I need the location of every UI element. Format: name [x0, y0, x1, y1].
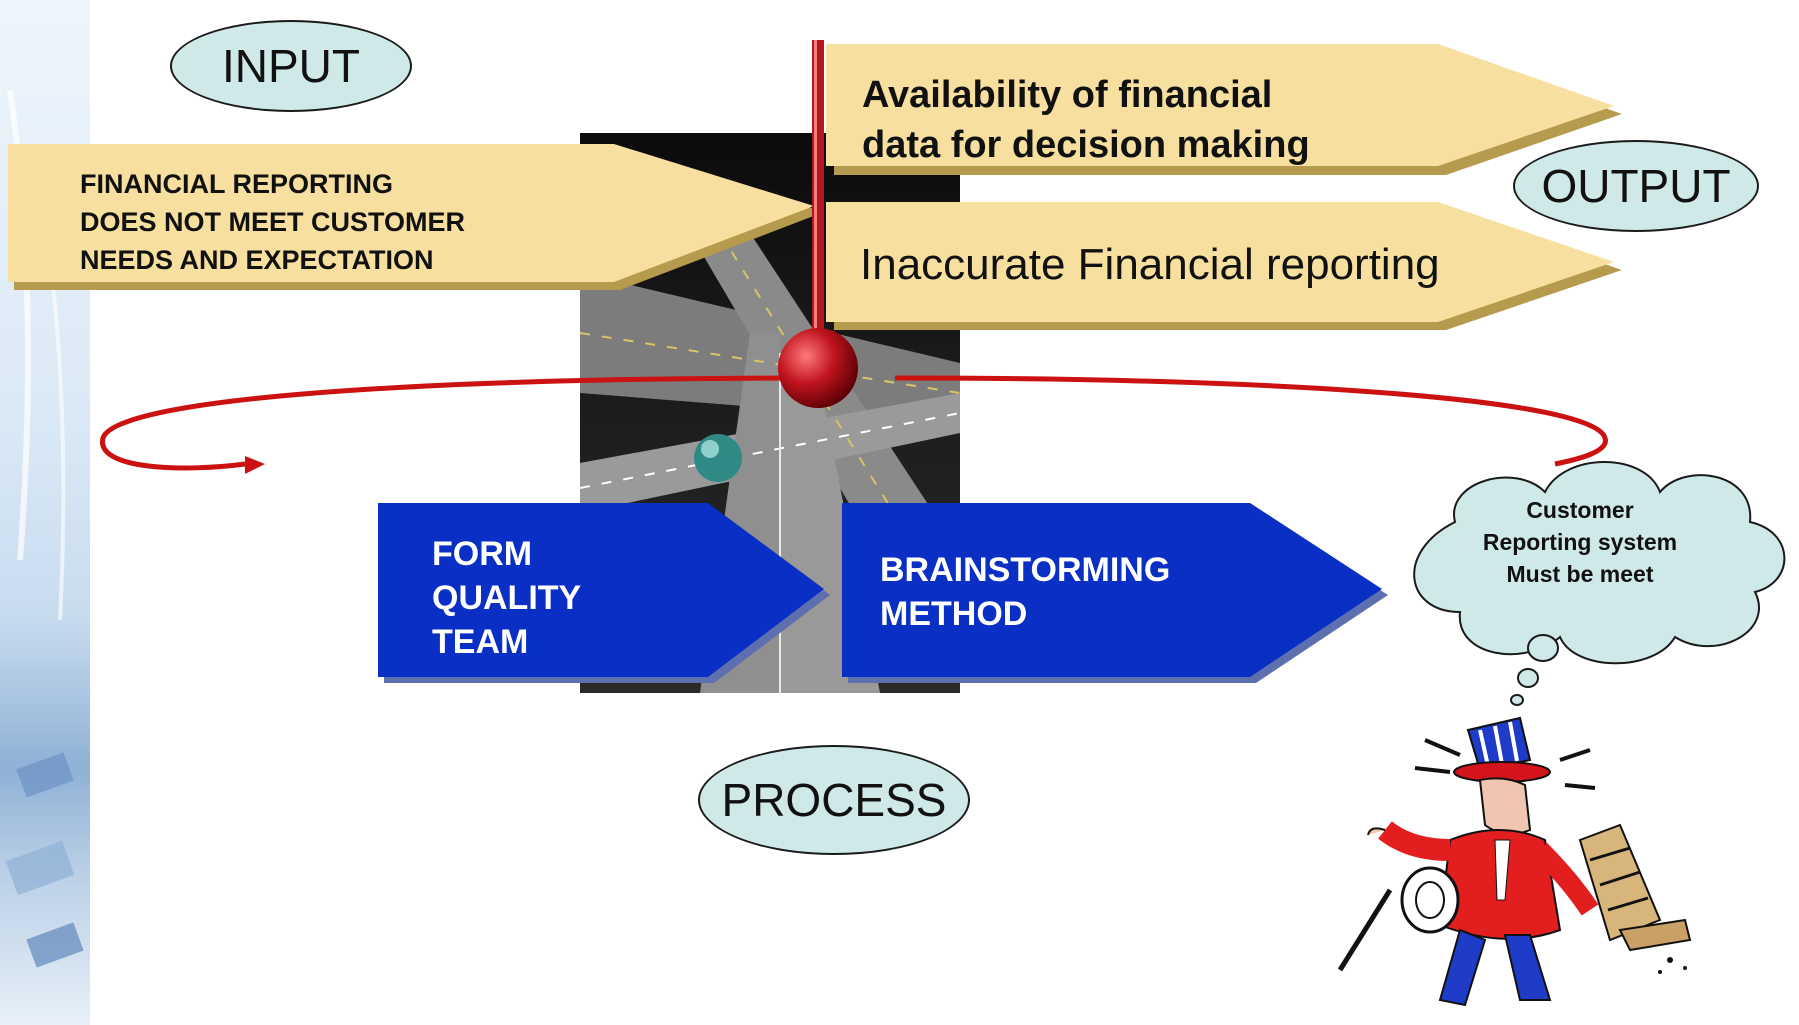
- process-label-text: PROCESS: [721, 774, 947, 826]
- red-ball-pin-icon: [778, 40, 858, 408]
- input-label-text: INPUT: [222, 40, 360, 92]
- input-line-3: NEEDS AND EXPECTATION: [80, 245, 434, 275]
- output-arrow-bottom-shape: [826, 202, 1622, 330]
- output-top-line-1: Availability of financial: [862, 74, 1273, 116]
- circular-loop-arrow-icon: [100, 375, 1608, 474]
- input-label: INPUT: [170, 20, 412, 112]
- cloud-line-3: Must be meet: [1506, 561, 1654, 587]
- input-line-2: DOES NOT MEET CUSTOMER: [80, 207, 466, 237]
- cloud-line-2: Reporting system: [1482, 529, 1678, 555]
- thought-cloud-icon: [1413, 461, 1786, 706]
- process-step-1-shape: [378, 503, 830, 683]
- input-arrow-text: FINANCIAL REPORTING DOES NOT MEET CUSTOM…: [80, 165, 465, 279]
- step-2-line-1: BRAINSTORMING: [880, 551, 1171, 589]
- step-2-line-2: METHOD: [880, 595, 1028, 633]
- output-bottom-text: Inaccurate Financial reporting: [860, 240, 1440, 289]
- process-step-2-shape: [842, 503, 1388, 683]
- output-label: OUTPUT: [1513, 140, 1759, 232]
- step-1-line-1: FORM: [432, 535, 533, 573]
- process-label: PROCESS: [698, 745, 970, 855]
- output-top-text: Availability of financial data for decis…: [862, 70, 1310, 170]
- step-1-line-3: TEAM: [432, 623, 529, 661]
- uncle-sam-clipart-icon: [1337, 716, 1692, 1007]
- input-arrow-shape: [8, 144, 824, 290]
- step-1-line-2: QUALITY: [432, 579, 582, 617]
- process-step-2-text: BRAINSTORMING METHOD: [880, 548, 1170, 636]
- input-line-1: FINANCIAL REPORTING: [80, 169, 394, 199]
- output-top-line-2: data for decision making: [862, 124, 1310, 166]
- process-step-1-text: FORM QUALITY TEAM: [432, 532, 581, 664]
- output-label-text: OUTPUT: [1541, 160, 1731, 212]
- thought-cloud-text: Customer Reporting system Must be meet: [1445, 494, 1715, 590]
- output-arrow-top-shape: [826, 44, 1622, 175]
- cloud-line-1: Customer: [1526, 497, 1634, 523]
